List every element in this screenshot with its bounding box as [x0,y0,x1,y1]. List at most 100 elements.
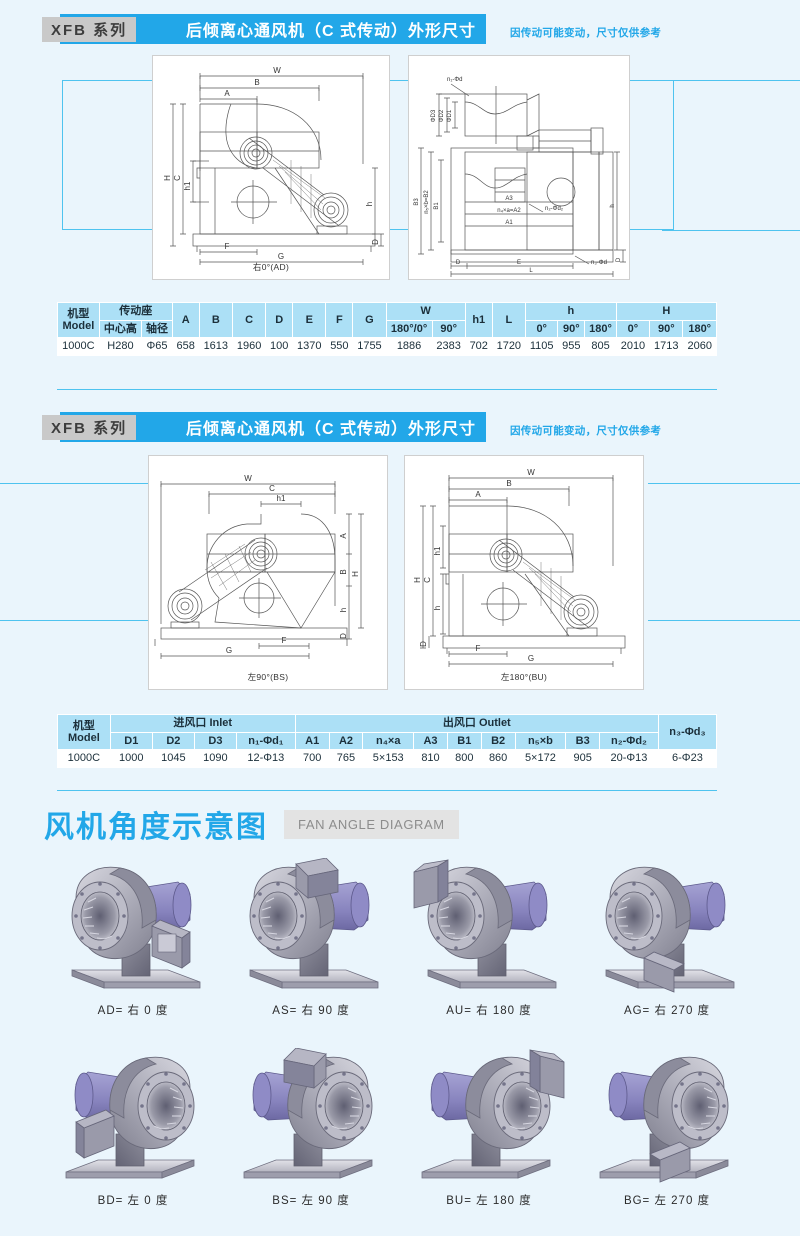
table-1-underline [57,389,717,390]
td2-model: 1000C [58,750,110,767]
th-shaft-dia: 轴径 [142,320,172,338]
svg-text:n₁-Φd: n₁-Φd [447,77,462,83]
svg-text:ΦD1: ΦD1 [447,109,453,122]
th2-n4a: n₄×a [363,732,414,750]
svg-text:B: B [339,569,348,574]
svg-text:D: D [339,633,348,639]
td2-D1: 1000 [110,750,152,767]
td-D: 100 [266,338,293,355]
fan-illustration-au [413,859,574,998]
fan-angle-grid-row2: BD= 左 0 度 BS= 左 90 度 [44,1048,756,1208]
svg-text:F: F [282,636,287,645]
th-W-group: W [386,303,465,320]
fan-illustration-bs [226,1048,396,1188]
banner-note-1: 因传动可能变动，尺寸仅供参考 [510,27,662,39]
fan-label-ad: AD= 右 0 度 [97,1005,169,1017]
td-shaft-dia: Φ65 [142,338,172,355]
fan-item-ag: AG= 右 270 度 [578,858,756,1018]
fan-item-as: AS= 右 90 度 [222,858,400,1018]
td-model: 1000C [58,338,99,355]
svg-text:W: W [244,474,252,483]
th2-A2: A2 [329,732,363,750]
th2-D3: D3 [194,732,236,750]
td-h-90: 955 [558,338,585,355]
svg-text:ΦD2: ΦD2 [439,109,445,122]
td-h-0: 1105 [525,338,558,355]
th-W-180-0: 180°/0° [386,320,432,338]
td-H-180: 2060 [683,338,716,355]
section-2-banner: 后倾离心通风机（C 式传动）外形尺寸 XFB 系列 因传动可能变动，尺寸仅供参考 [42,412,762,442]
th2-D2: D2 [152,732,194,750]
td-L: 1720 [492,338,525,355]
svg-text:n₃-Φd: n₃-Φd [591,260,607,266]
svg-text:D: D [419,641,428,647]
svg-text:C: C [173,175,182,181]
th-h-0: 0° [525,320,558,338]
banner-title-1: 后倾离心通风机（C 式传动）外形尺寸 [186,23,477,40]
td-E: 1370 [293,338,326,355]
th-center-height: 中心高 [99,320,142,338]
deco-line-1-bottom [662,230,800,231]
drawing-caption-bs: 左90°(BS) [247,672,289,682]
th-A: A [172,303,199,338]
svg-text:A1: A1 [505,220,513,226]
svg-text:H: H [413,577,422,583]
svg-text:F: F [476,644,481,653]
td2-B2: 860 [481,750,515,767]
fan-label-au: AU= 右 180 度 [446,1005,532,1017]
svg-text:D: D [616,257,622,262]
fan-item-bu: BU= 左 180 度 [400,1048,578,1208]
table-row-data-2: 1000C 1000 1045 1090 12-Φ13 700 765 5×15… [58,750,716,767]
svg-text:ΦD3: ΦD3 [431,109,437,122]
deco-line-2-top-right [648,483,800,484]
svg-text:W: W [273,66,281,75]
fan-item-bs: BS= 左 90 度 [222,1048,400,1208]
th-W-90: 90° [432,320,465,338]
fan-illustration-ag [582,858,752,993]
th-h-180: 180° [585,320,616,338]
td-H-0: 2010 [616,338,650,355]
drawing-panel-ad: W B A H C h1 h D F G 右0°(AD) [152,55,390,280]
th2-A3: A3 [414,732,447,750]
fan-illustration-bd [48,1048,218,1188]
th2-B2: B2 [481,732,515,750]
svg-text:A: A [224,89,230,98]
fan-illustration-bg [582,1048,752,1183]
svg-text:L: L [529,268,533,274]
fan-label-bs: BS= 左 90 度 [272,1195,350,1207]
td2-A3: 810 [414,750,447,767]
td-B: 1613 [199,338,232,355]
drawing-panel-bs: W C h1 A B h H D F G 左90°(BS) [148,455,388,690]
fan-angle-grid-row1: AD= 右 0 度 AS= 右 90 度 AU= 右 180 度 [44,858,756,1018]
svg-text:n₂-Φd₂: n₂-Φd₂ [545,206,564,212]
svg-text:G: G [528,654,534,663]
table-row-data-1: 1000C H280 Φ65 658 1613 1960 100 1370 55… [58,338,716,355]
td2-n4a: 5×153 [363,750,414,767]
th2-n5b: n₅×b [515,732,566,750]
section-title-en: FAN ANGLE DIAGRAM [284,809,459,839]
fan-item-au: AU= 右 180 度 [400,858,578,1018]
svg-text:h1: h1 [183,181,192,190]
th2-n2d2: n₂-Φd₂ [600,732,658,750]
deco-line-2-bottom-right [648,620,800,621]
svg-text:h: h [433,606,442,610]
td2-A1: 700 [295,750,329,767]
th-E: E [293,303,326,338]
svg-text:G: G [278,252,284,261]
th-B: B [199,303,232,338]
svg-text:F: F [225,242,230,251]
td2-n2d2: 20-Φ13 [600,750,658,767]
banner-note-2: 因传动可能变动，尺寸仅供参考 [510,425,662,437]
th-H-90: 90° [650,320,683,338]
fan-label-ag: AG= 右 270 度 [623,1005,711,1017]
th2-outlet-group: 出风口 Outlet [295,715,658,732]
svg-text:G: G [226,646,232,655]
td2-D2: 1045 [152,750,194,767]
drawing-panel-plan-1: n₁-Φd ΦD3 ΦD2 ΦD1 B3 n₅×b=B2 B1 A3 n₄×a=… [408,55,630,280]
th-D: D [266,303,293,338]
